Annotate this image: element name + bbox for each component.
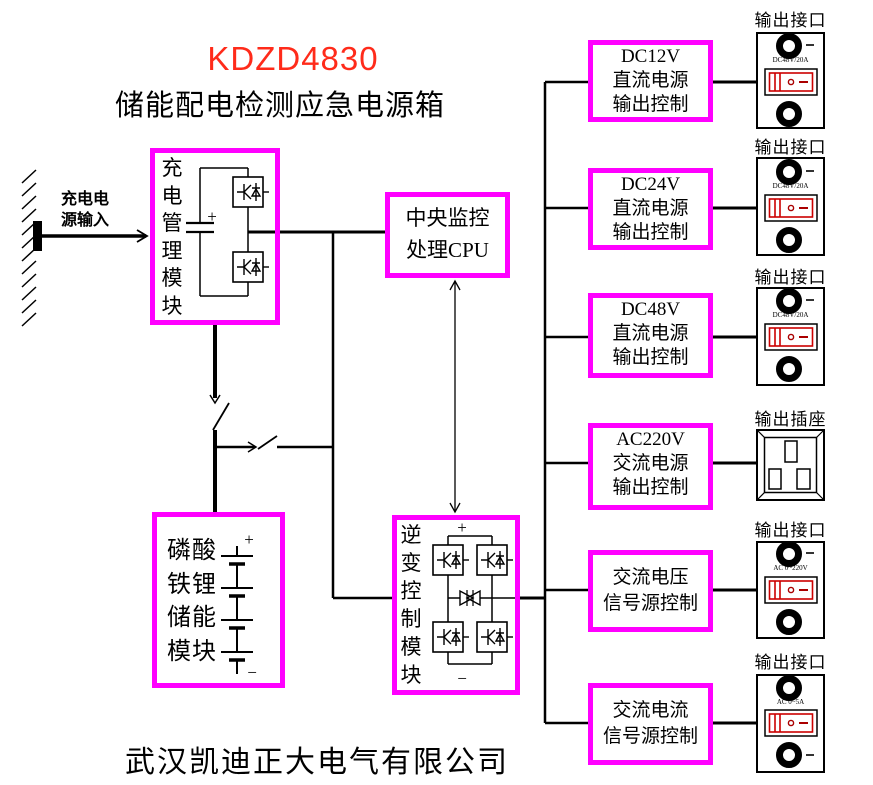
battery-module-label: 磷酸 铁锂 储能 模块: [167, 535, 280, 669]
control-box-line: 直流电源: [612, 198, 689, 219]
control-box-line: 直流电源: [612, 323, 689, 344]
inverter-module-label: 逆变控制模块: [400, 523, 422, 687]
control-box-line: 输出控制: [612, 477, 689, 498]
panel-label-2: 输出接口: [754, 138, 827, 157]
rocker-switch[interactable]: [768, 713, 814, 733]
cpu-label-line1: 中央监控: [405, 206, 490, 230]
control-box-line: 信号源控制: [602, 726, 698, 747]
output-panel-6: [756, 674, 825, 773]
charger-module-label: 充电管理模块: [161, 156, 183, 318]
control-box-line: DC12V: [620, 46, 681, 67]
battery-module-box: 磷酸 铁锂 储能 模块: [152, 512, 285, 688]
charge-input-line1: 充电电: [60, 191, 109, 208]
control-box-ac220v: AC220V 交流电源 输出控制: [588, 423, 713, 510]
cpu-inverter-link: [449, 279, 461, 514]
battery-label-line4: 模块: [167, 638, 217, 665]
rocker-switch[interactable]: [768, 327, 814, 347]
output-panel-2: [756, 157, 825, 256]
control-box-dc12v: DC12V 直流电源 输出控制: [588, 40, 713, 122]
output-panel-1: [756, 32, 825, 129]
panel-label-5: 输出接口: [754, 521, 827, 540]
control-box-line: 交流电流: [612, 700, 689, 721]
inverter-switch: [215, 435, 333, 453]
charger-module-box: 充电管理模块: [150, 148, 280, 325]
wall-terminal-block: [33, 221, 42, 251]
battery-label-line1: 磷酸: [167, 538, 217, 564]
control-box-line: DC48V: [620, 299, 681, 320]
control-box-line: 直流电源: [612, 70, 689, 91]
panel-rating-6: AC 0~5A: [776, 698, 805, 706]
control-box-line: 交流电压: [612, 567, 689, 588]
cpu-module-box: 中央监控 处理CPU: [385, 192, 510, 278]
panel-rating-5: AC 0~220V: [773, 564, 808, 572]
control-box-line: 输出控制: [612, 222, 689, 243]
model-title: KDZD4830: [207, 40, 379, 77]
output-panel-5: [756, 541, 825, 639]
control-box-line: 交流电源: [612, 453, 689, 474]
page-title: 储能配电检测应急电源箱: [114, 90, 445, 122]
control-box-line: 输出控制: [612, 94, 689, 115]
control-box-line: 输出控制: [612, 347, 689, 368]
battery-label-line2: 铁锂: [167, 571, 217, 598]
rocker-switch[interactable]: [768, 198, 814, 218]
panel-rating-2: DC48V/20A: [772, 182, 809, 190]
control-box-ac-current: 交流电流 信号源控制: [588, 683, 713, 765]
panel-label-3: 输出接口: [754, 268, 827, 287]
control-box-line: DC24V: [620, 174, 681, 195]
control-box-dc48v: DC48V 直流电源 输出控制: [588, 293, 713, 378]
rocker-switch[interactable]: [768, 580, 814, 600]
cpu-label: 中央监控 处理CPU: [390, 197, 505, 266]
control-box-ac-voltage: 交流电压 信号源控制: [588, 550, 713, 632]
cpu-label-line2: 处理CPU: [406, 238, 489, 262]
charge-input-line2: 源输入: [60, 212, 109, 229]
panel-label-6: 输出接口: [754, 653, 827, 672]
dc-drop-wire: [331, 232, 392, 600]
rocker-switch[interactable]: [768, 72, 814, 92]
panel-rating-3: DC48V/20A: [772, 311, 809, 319]
charge-input-label: 充电电 源输入: [46, 189, 124, 231]
panel-label-1: 输出接口: [754, 11, 827, 30]
company-name: 武汉凯迪正大电气有限公司: [125, 746, 509, 779]
charge-input-wire: [42, 229, 149, 243]
wall-hatch-symbol: [21, 169, 37, 327]
output-socket: [756, 429, 825, 501]
battery-label-line3: 储能: [167, 605, 217, 631]
panel-rating-1: DC48V/20A: [772, 56, 809, 64]
control-box-line: AC220V: [616, 429, 685, 450]
control-box-dc24v: DC24V 直流电源 输出控制: [588, 168, 713, 250]
panel-label-4: 输出插座: [754, 410, 827, 429]
output-panel-3: [756, 287, 825, 386]
control-box-line: 信号源控制: [602, 593, 698, 614]
inverter-module-box: 逆变控制模块: [392, 515, 520, 695]
battery-switch: [209, 325, 230, 512]
